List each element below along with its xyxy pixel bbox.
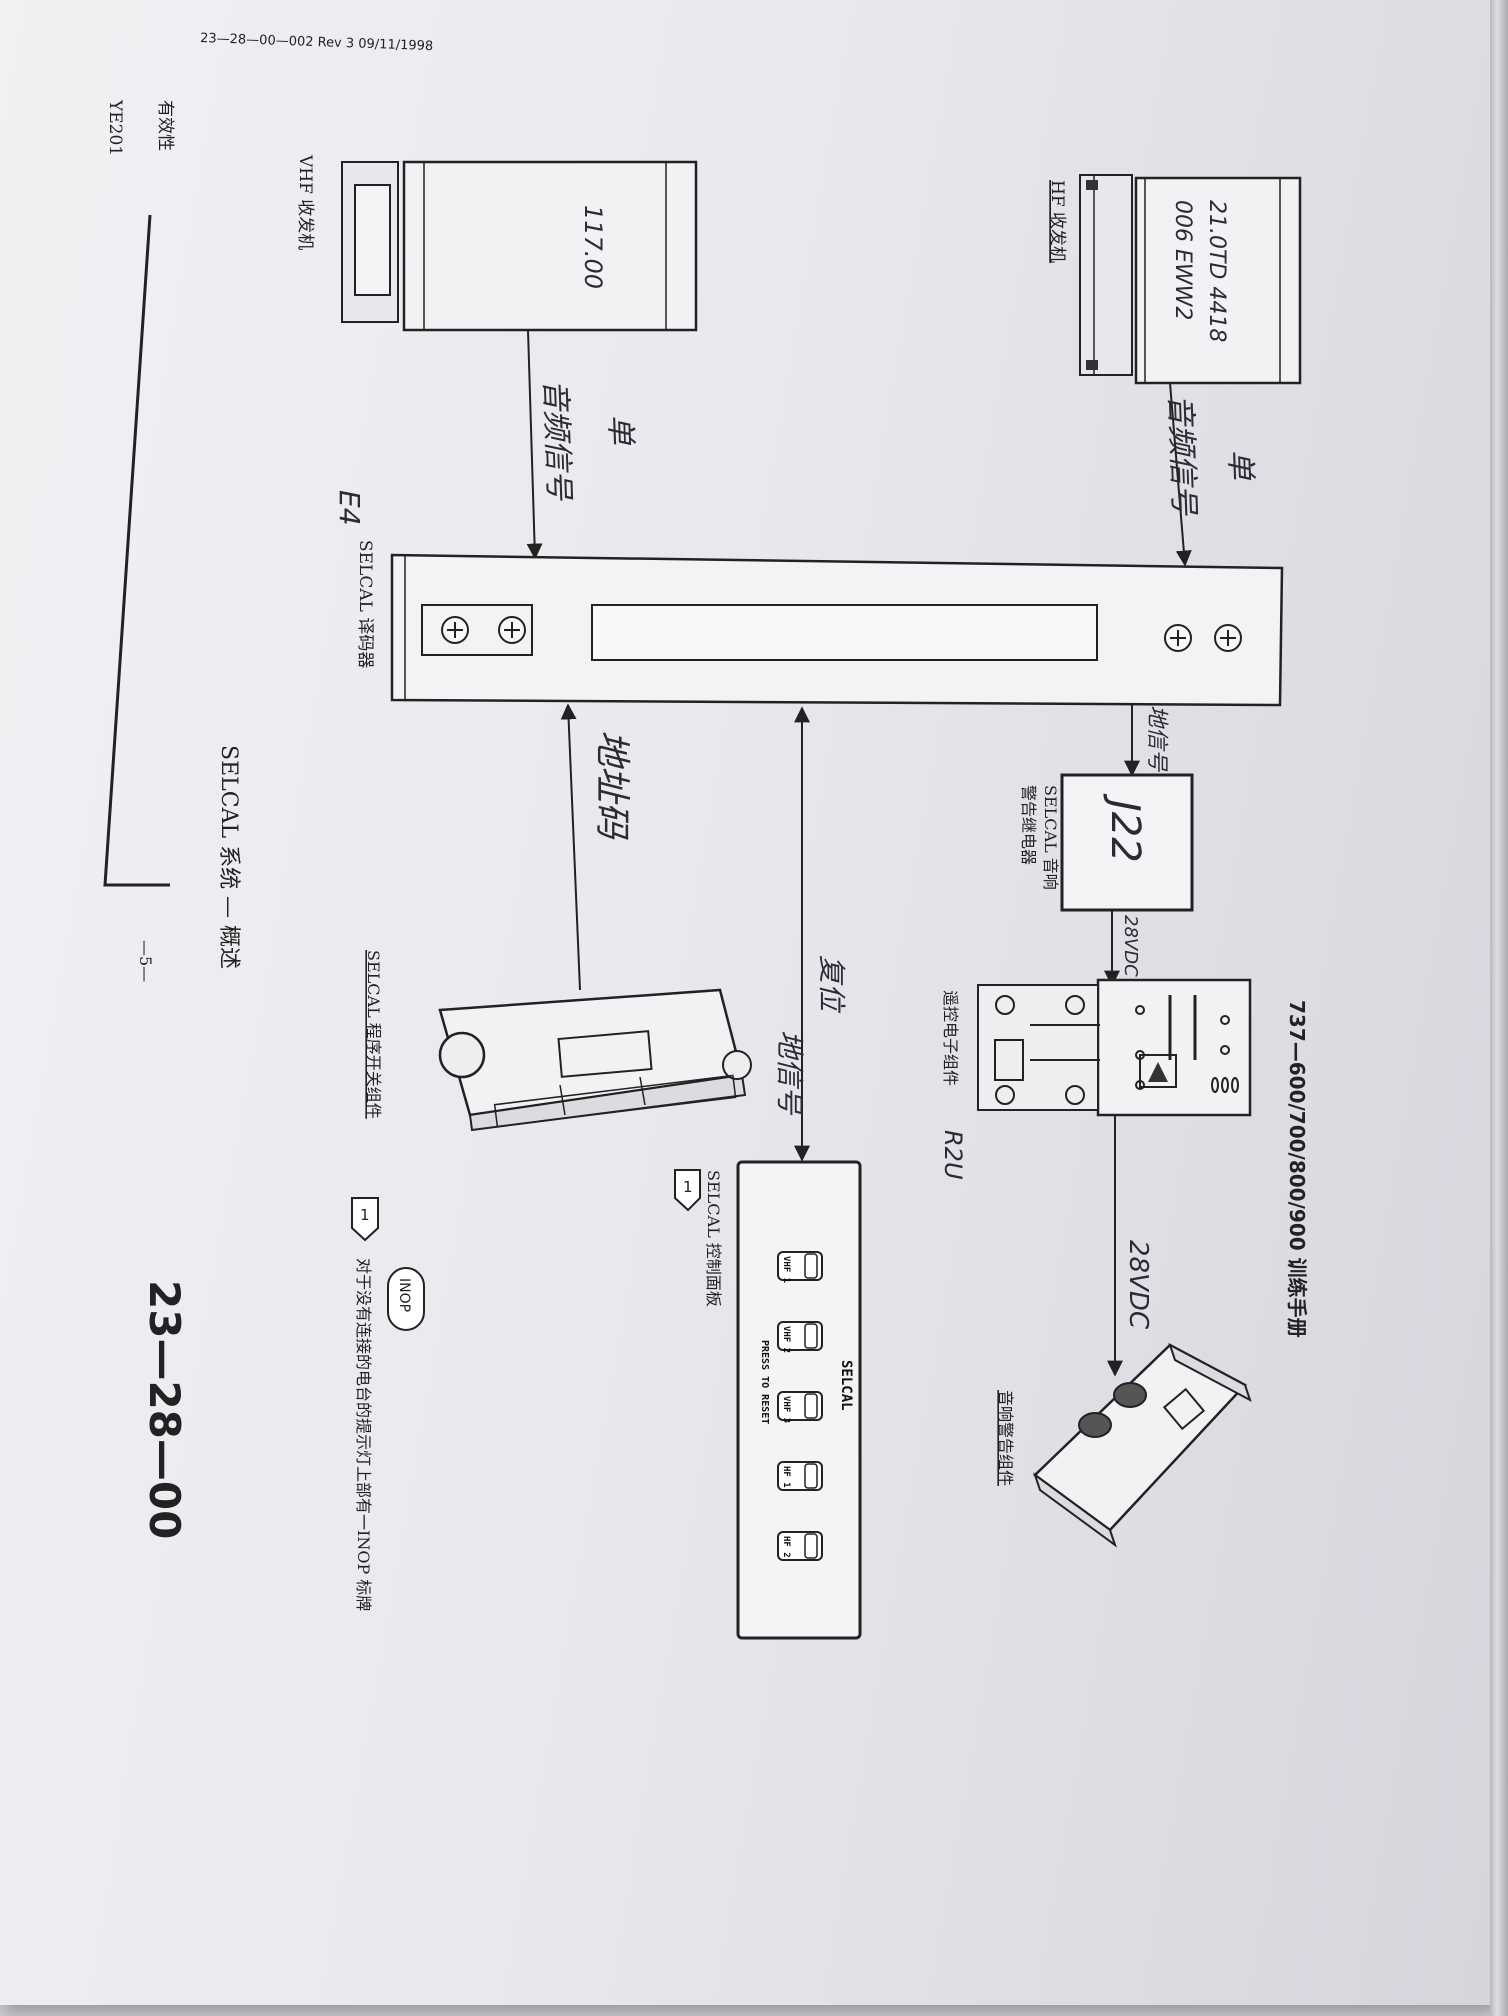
- vhf3-button-label: VHF 3: [781, 1396, 791, 1423]
- note-ref-flag: 1: [674, 1169, 701, 1212]
- figure-caption: SELCAL 系统 — 概述: [216, 745, 241, 969]
- vhf-audio-handwriting: 音频信号: [537, 379, 576, 502]
- manual-title: 737—600/700/800/900 训练手册: [1285, 1000, 1309, 1338]
- relay-label-line1: SELCAL 音响: [1041, 785, 1060, 890]
- remote-electronics-unit: [977, 978, 1252, 1117]
- decoder-handwritten-tag: E4: [333, 490, 366, 526]
- program-switch-module: [438, 988, 752, 1132]
- vhf2-button[interactable]: VHF 2: [777, 1321, 823, 1353]
- reu-label: 遥控电子组件: [941, 990, 960, 1086]
- hf-audio-handwriting-2: 单: [1222, 449, 1258, 481]
- reu-handwritten-tag: R2U: [939, 1130, 967, 1180]
- control-panel-label: SELCAL 控制面板: [704, 1170, 723, 1307]
- vhf-transceiver-label: VHF 收发机: [295, 154, 315, 250]
- aural-warning-module: [1033, 1342, 1252, 1548]
- control-panel-title: SELCAL: [838, 1360, 854, 1411]
- page-number: —5—: [136, 940, 155, 982]
- note-flag: 1: [351, 1197, 379, 1242]
- hf-transceiver: 21.0TD 4418 006 EWW2: [1079, 174, 1302, 385]
- hf-audio-handwriting: 音频信号: [1162, 394, 1201, 517]
- hf2-button-label: HF 2: [781, 1536, 791, 1558]
- vhf1-button[interactable]: VHF 1: [777, 1251, 823, 1283]
- vhf2-button-label: VHF 2: [781, 1326, 791, 1353]
- program-switch-module-label: SELCAL 程序开关组件: [364, 950, 383, 1119]
- control-panel-reset-text: PRESS TO RESET: [759, 1340, 770, 1424]
- inop-badge-text: INOP: [396, 1278, 412, 1312]
- aural-warning-module-label: 音响警告组件: [996, 1390, 1015, 1486]
- left-bracket: [103, 214, 170, 887]
- effectivity-code: YE201: [105, 99, 125, 156]
- hf-transceiver-label: HF 收发机: [1047, 180, 1067, 263]
- vhf-transceiver: 117.00: [341, 160, 698, 332]
- volts-handwriting-2: 28VDC: [1123, 1240, 1153, 1330]
- selcal-decoder-label: SELCAL 译码器: [355, 540, 375, 668]
- hf1-button-label: HF 1: [781, 1466, 791, 1488]
- note-text: 对于没有连接的电台的提示灯上部有一INOP 标牌: [354, 1258, 373, 1611]
- hf1-button[interactable]: HF 1: [777, 1461, 823, 1491]
- hf-box-handwriting-2: 006 EWW2: [1170, 200, 1195, 320]
- vhf1-button-label: VHF 1: [781, 1256, 791, 1283]
- top-reference: 23—28—00—002 Rev 3 09/11/1998: [200, 31, 434, 54]
- hf-box-handwriting-1: 21.0TD 4418: [1204, 200, 1229, 342]
- effectivity-label: 有效性: [155, 100, 175, 151]
- vhf-audio-handwriting-2: 单: [602, 414, 638, 446]
- inop-badge: INOP: [387, 1267, 425, 1331]
- aural-warning-relay: [1060, 773, 1194, 912]
- relay-label-line2: 警告继电器: [1019, 785, 1038, 865]
- note-number: 1: [360, 1206, 370, 1224]
- address-code-handwriting: 地址码: [591, 730, 632, 840]
- vhf-box-handwriting: 117.00: [579, 205, 607, 289]
- hf2-button[interactable]: HF 2: [777, 1531, 823, 1561]
- note-ref-number: 1: [683, 1178, 693, 1196]
- reset-handwriting: 复位: [815, 955, 848, 1014]
- ground-signal-handwriting: 地信号: [1144, 705, 1169, 772]
- chapter-number: 23—28—00: [140, 1280, 189, 1539]
- selcal-decoder: [390, 553, 1284, 707]
- vhf-audio-arrow: [526, 329, 543, 560]
- book-page-edge: [1490, 0, 1508, 2016]
- ground-signal-handwriting-2: 地信号: [773, 1030, 806, 1116]
- hf-audio-arrow: [1169, 382, 1192, 567]
- selcal-control-panel: SELCAL PRESS TO RESET VHF 1 VHF 2 VHF 3 …: [736, 1160, 862, 1640]
- volts-handwriting-1: 28VDC: [1120, 915, 1141, 977]
- relay-handwritten-tag: J22: [1102, 793, 1148, 863]
- address-code-arrow: [560, 703, 581, 991]
- vhf3-button[interactable]: VHF 3: [777, 1391, 823, 1423]
